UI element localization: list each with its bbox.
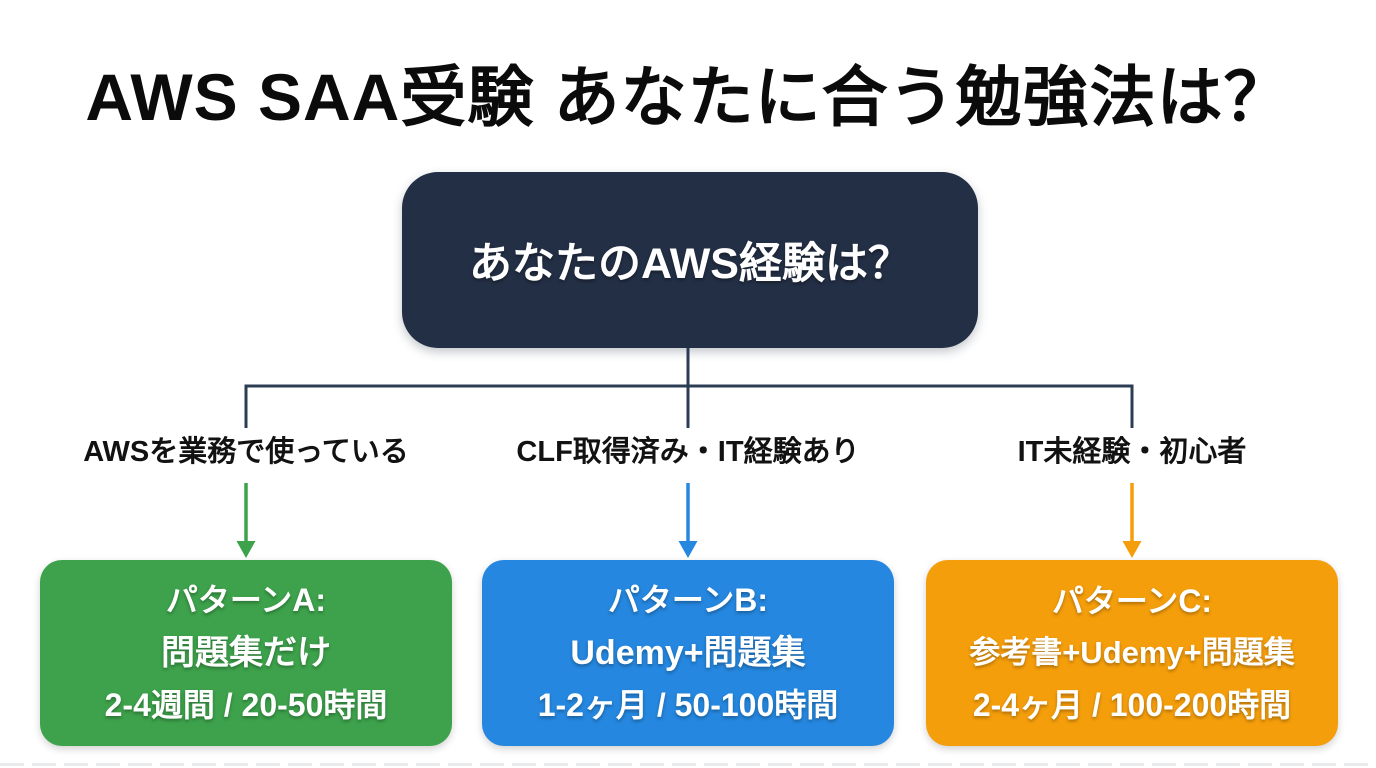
branch-condition-a: AWSを業務で使っている — [83, 436, 409, 468]
pattern-c-title: パターンC: — [1051, 583, 1213, 619]
arrow-head-green-icon — [236, 541, 256, 558]
pattern-b-node: パターンB: Udemy+問題集 1-2ヶ月 / 50-100時間 — [482, 560, 894, 746]
pattern-c-method: 参考書+Udemy+問題集 — [969, 635, 1295, 671]
pattern-b-title: パターンB: — [607, 582, 769, 619]
branch-condition-c: IT未経験・初心者 — [1017, 436, 1247, 468]
root-question-node: あなたのAWS経験は？ — [402, 172, 978, 348]
pattern-c-node: パターンC: 参考書+Udemy+問題集 2-4ヶ月 / 100-200時間 — [926, 560, 1338, 746]
root-question-label: あなたのAWS経験は？ — [469, 240, 911, 288]
pattern-b-method: Udemy+問題集 — [570, 633, 806, 672]
page-title: AWS SAA受験 あなたに合う勉強法は？ — [85, 60, 1291, 134]
pattern-a-method: 問題集だけ — [161, 633, 331, 672]
arrow-head-blue-icon — [678, 541, 698, 558]
pattern-b-duration: 1-2ヶ月 / 50-100時間 — [537, 687, 839, 724]
bottom-edge-artifact — [0, 763, 1376, 766]
branch-condition-b: CLF取得済み・IT経験あり — [516, 436, 860, 468]
pattern-a-title: パターンA: — [165, 582, 327, 619]
pattern-c-duration: 2-4ヶ月 / 100-200時間 — [972, 686, 1292, 723]
pattern-a-duration: 2-4週間 / 20-50時間 — [104, 687, 388, 724]
pattern-a-node: パターンA: 問題集だけ 2-4週間 / 20-50時間 — [40, 560, 452, 746]
arrow-head-orange-icon — [1122, 541, 1142, 558]
